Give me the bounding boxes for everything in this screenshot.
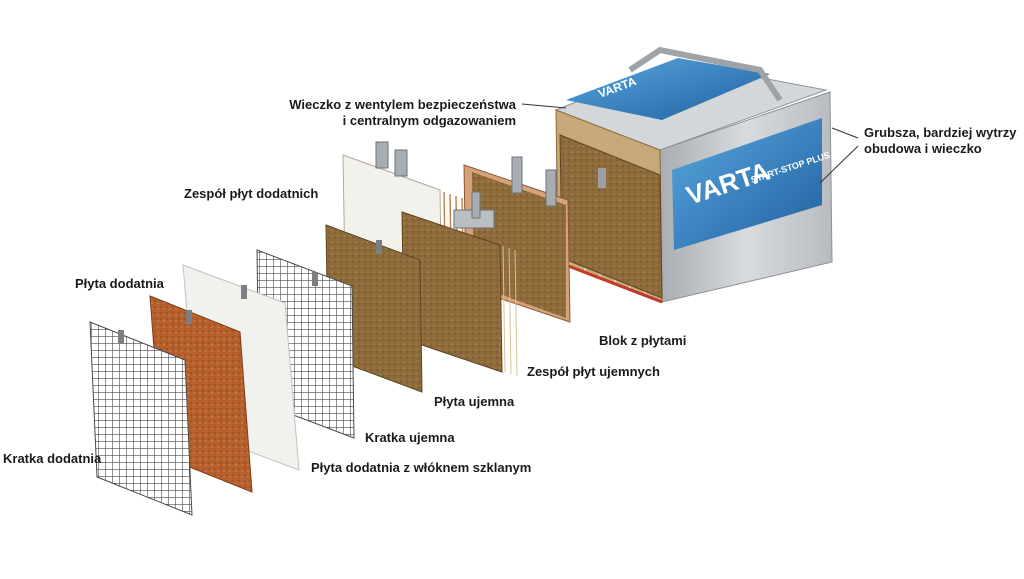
negative-plate-stack xyxy=(401,191,518,377)
battery-front-label xyxy=(672,118,822,250)
label-negative-plate: Płyta ujemna xyxy=(434,394,515,409)
positive-grid xyxy=(89,321,193,516)
label-positive-plate: Płyta dodatnia xyxy=(75,276,164,291)
label-casing-line1: Grubsza, bardziej wytrzy xyxy=(864,125,1017,140)
label-casing-line2: obudowa i wieczko xyxy=(864,141,982,156)
label-casing: Grubsza, bardziej wytrzy obudowa i wiecz… xyxy=(864,125,1024,157)
battery-handle xyxy=(628,46,783,102)
label-negative-grid: Kratka ujemna xyxy=(365,430,455,445)
label-negative-group: Zespół płyt ujemnych xyxy=(527,364,660,379)
label-lid-line1: Wieczko z wentylem bezpieczeństwa xyxy=(289,97,516,112)
label-positive-group: Zespół płyt dodatnich xyxy=(184,186,319,201)
label-block: Blok z płytami xyxy=(599,333,687,348)
label-lid-line2: i centralnym odgazowaniem xyxy=(342,113,516,128)
label-glass-plate: Płyta dodatnia z włóknem szklanym xyxy=(311,460,532,475)
battery-lid-label xyxy=(566,58,770,120)
leader-lines xyxy=(521,103,859,184)
label-positive-grid: Kratka dodatnia xyxy=(3,451,102,466)
label-lid: Wieczko z wentylem bezpieczeństwa i cent… xyxy=(252,97,516,129)
